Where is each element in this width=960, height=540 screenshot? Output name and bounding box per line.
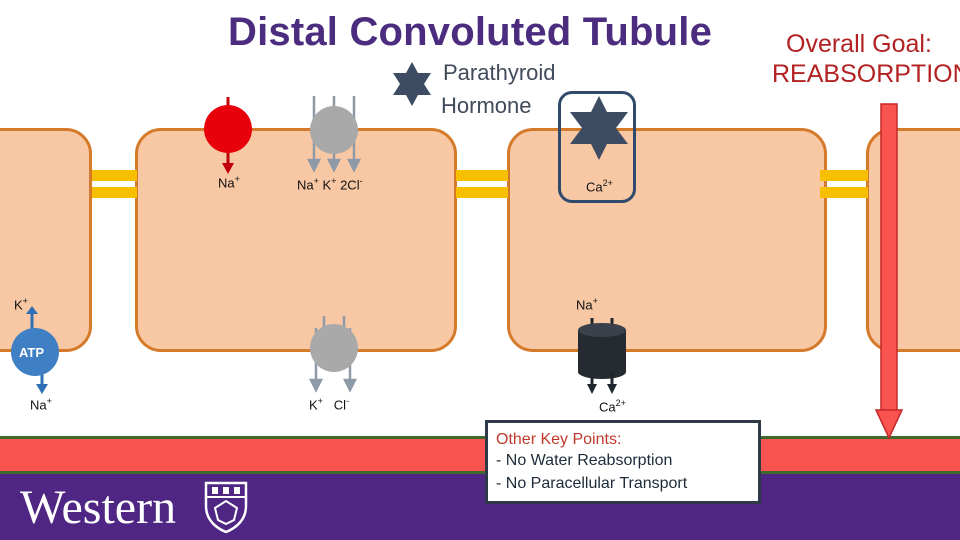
label-ca-apical: Ca2+ (586, 178, 613, 195)
tight-junction-3-bottom (820, 187, 868, 198)
cell-left-partial (0, 128, 92, 352)
tight-junction-1-bottom (92, 187, 137, 198)
overall-goal-value: REABSORPTION (772, 60, 960, 88)
hormone-label-line2: Hormone (441, 93, 532, 118)
university-crest-icon (204, 481, 248, 534)
key-points-title: Other Key Points: (496, 431, 622, 448)
blood-vessel-band (0, 436, 960, 474)
hormone-legend-star-icon (393, 62, 431, 106)
reabsorption-arrow-icon (874, 103, 904, 440)
western-logo-text: Western (20, 481, 177, 534)
key-point-item: - No Paracellular Transport (496, 475, 688, 492)
page-title: Distal Convoluted Tubule (228, 10, 713, 54)
tight-junction-3-top (820, 170, 868, 181)
na-k-atpase-pump-icon (11, 306, 59, 394)
label-na-exchanger: Na+ (576, 296, 598, 313)
nkcc-cotransporter-icon (306, 96, 362, 173)
footer-bar (0, 474, 960, 540)
label-na-basolateral: Na+ (30, 396, 52, 413)
key-points-box: Other Key Points: - No Water Reabsorptio… (485, 420, 761, 504)
label-nkcc: Na+ K+ 2Cl- (297, 176, 363, 193)
k-cl-cotransporter-icon (308, 316, 358, 393)
label-k-basolateral: K+ (14, 296, 28, 313)
cell-dct-2 (507, 128, 827, 352)
label-k-cl-basolateral: K+ Cl- (309, 396, 350, 413)
key-point-item: - No Water Reabsorption (496, 452, 673, 469)
label-ca-basolateral: Ca2+ (599, 398, 626, 415)
tight-junction-1-top (92, 170, 137, 181)
sodium-channel-icon (204, 97, 252, 174)
cell-dct-1 (135, 128, 457, 352)
na-ca-exchanger-icon (578, 318, 626, 394)
tight-junction-2-bottom (456, 187, 508, 198)
label-na-apical: Na+ (218, 174, 240, 191)
label-atp: ATP (19, 345, 45, 360)
overall-goal-label: Overall Goal: (786, 30, 932, 58)
tight-junction-2-top (456, 170, 508, 181)
hormone-label-line1: Parathyroid (443, 60, 556, 85)
pth-bound-star-icon (570, 96, 628, 160)
pth-calcium-channel-box (558, 91, 636, 203)
